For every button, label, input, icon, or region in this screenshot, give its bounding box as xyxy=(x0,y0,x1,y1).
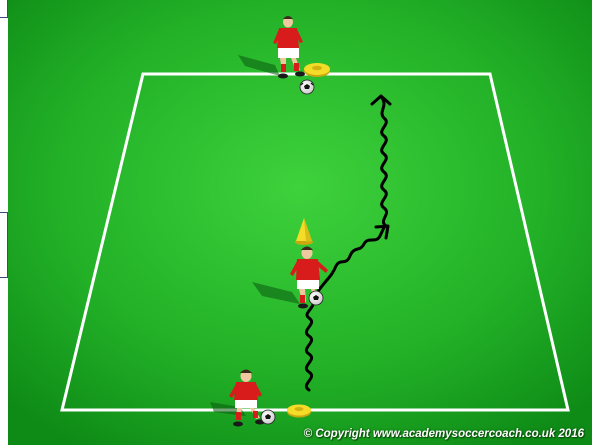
football-icon xyxy=(261,410,275,424)
football-icon xyxy=(300,80,314,94)
pitch-background xyxy=(8,0,592,445)
disc-cone-icon xyxy=(304,63,330,77)
football-icon xyxy=(309,291,323,305)
disc-cone-icon xyxy=(287,405,311,418)
copyright-text: © Copyright www.academysoccercoach.co.uk… xyxy=(304,428,584,440)
frame-edge-top xyxy=(0,0,8,18)
drill-diagram: © Copyright www.academysoccercoach.co.uk… xyxy=(8,0,592,445)
frame-edge-mid xyxy=(0,212,8,278)
